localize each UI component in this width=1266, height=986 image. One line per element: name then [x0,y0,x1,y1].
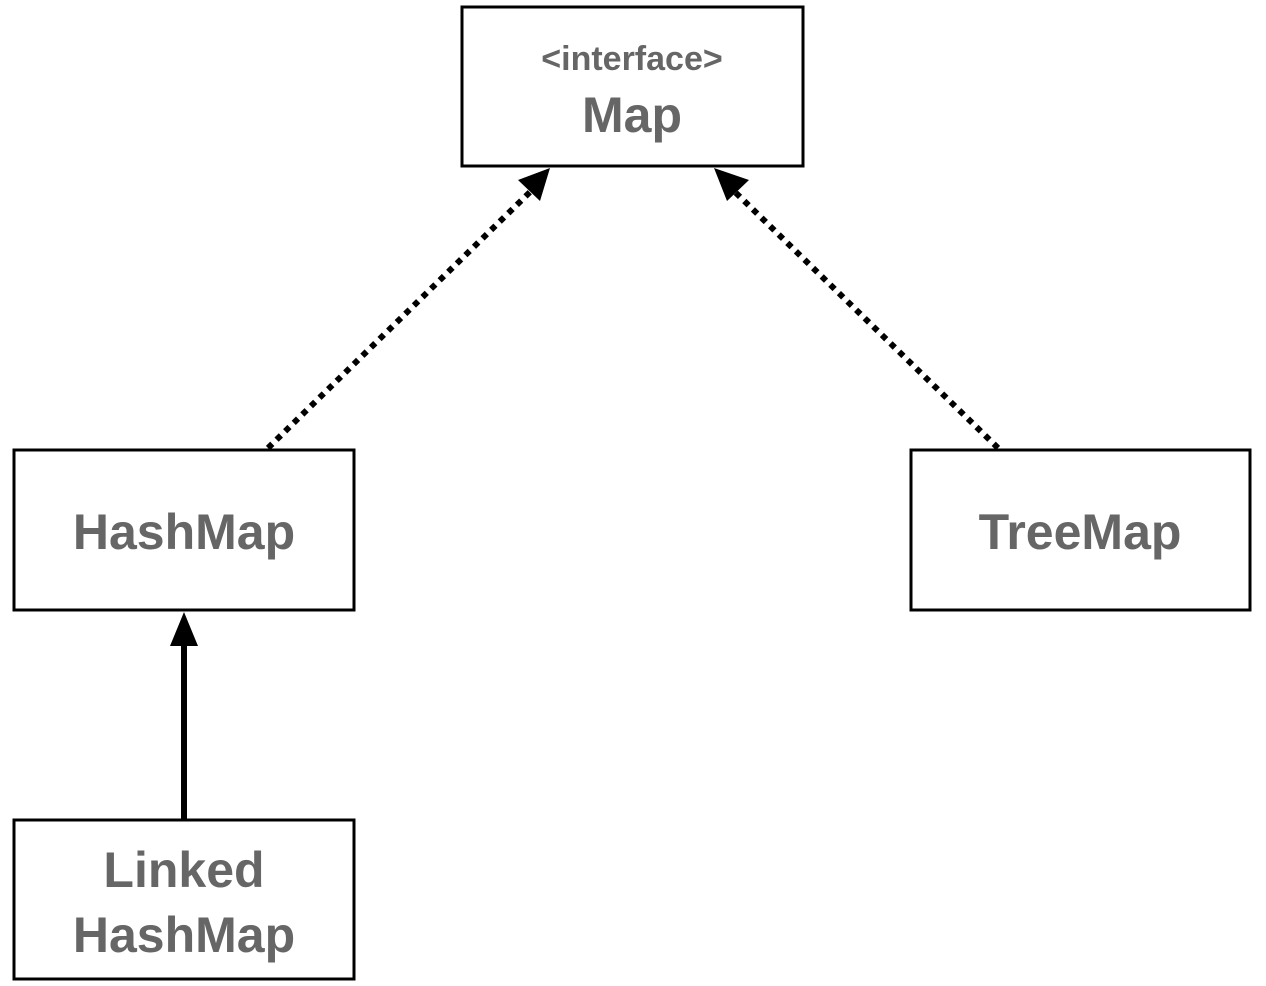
node-title: TreeMap [979,504,1182,560]
edge-treemap-to-map [714,168,1001,451]
arrowhead-icon [518,168,550,201]
node-box [12,818,356,981]
node-treemap: TreeMap [909,448,1252,612]
node-linked-hashmap: Linked HashMap [12,818,356,981]
node-map-interface: <interface> Map [460,5,805,168]
arrowhead-icon [170,612,198,646]
node-title-line2: HashMap [73,907,295,963]
edge-linkedhashmap-to-hashmap [170,612,198,820]
node-box [12,448,356,612]
arrowhead-icon [714,168,749,201]
node-box [909,448,1252,612]
dotted-line [732,189,1001,451]
edge-hashmap-to-map [265,168,550,451]
node-hashmap: HashMap [12,448,356,612]
node-title: HashMap [73,504,295,560]
node-box [460,5,805,168]
node-title: Map [582,87,682,143]
dotted-line [265,189,533,451]
node-title-line1: Linked [103,842,264,898]
stereotype-label: <interface> [541,40,722,78]
